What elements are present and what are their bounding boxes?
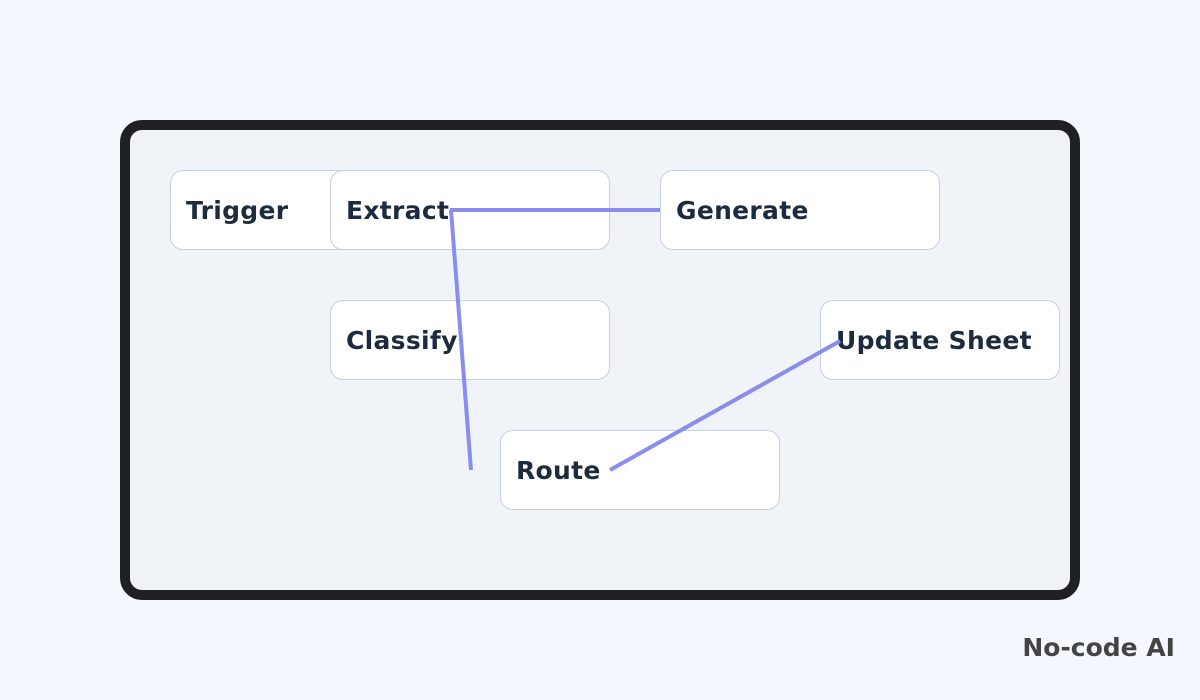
- node-label: Update Sheet: [836, 325, 1032, 355]
- node-route[interactable]: Route: [500, 430, 780, 510]
- node-generate[interactable]: Generate: [660, 170, 940, 250]
- node-extract[interactable]: Extract: [330, 170, 610, 250]
- node-label: Route: [516, 455, 601, 485]
- node-update-sheet[interactable]: Update Sheet: [820, 300, 1060, 380]
- node-label: Generate: [676, 195, 809, 225]
- node-label: Extract: [346, 195, 450, 225]
- brand-label: No-code AI: [1022, 633, 1175, 662]
- node-classify[interactable]: Classify: [330, 300, 610, 380]
- node-label: Classify: [346, 325, 458, 355]
- node-label: Trigger: [186, 195, 289, 225]
